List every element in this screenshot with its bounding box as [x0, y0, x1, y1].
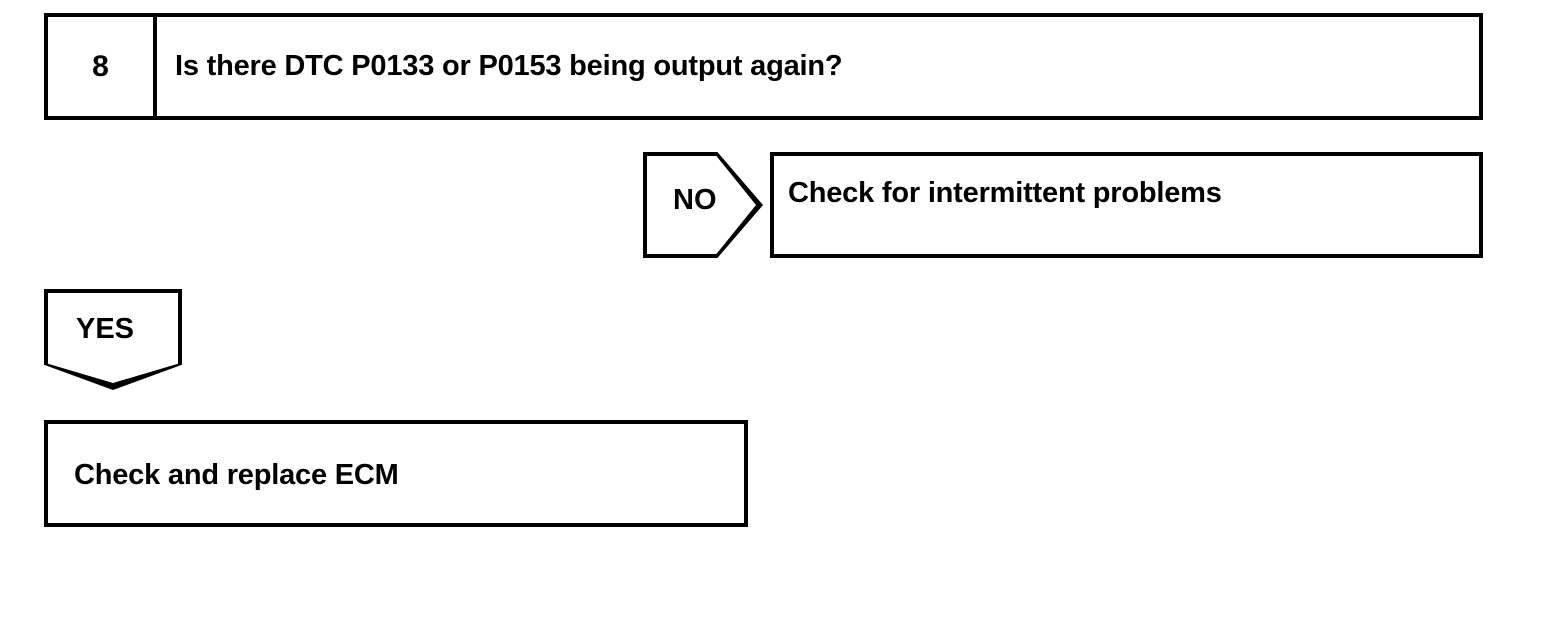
step-question-row: 8 Is there DTC P0133 or P0153 being outp…	[44, 13, 1483, 120]
action-box-ecm: Check and replace ECM	[44, 420, 748, 527]
step-question-cell: Is there DTC P0133 or P0153 being output…	[157, 17, 1479, 116]
branch-tag-yes-label: YES	[76, 313, 135, 345]
action-box-intermittent: Check for intermittent problems	[770, 152, 1483, 258]
step-number-cell: 8	[48, 17, 157, 116]
branch-tag-yes: YES	[44, 289, 182, 390]
branch-tag-no-label: NO	[673, 184, 717, 216]
action-intermittent-text: Check for intermittent problems	[788, 177, 1222, 209]
action-ecm-text: Check and replace ECM	[74, 459, 399, 491]
step-number: 8	[92, 49, 109, 83]
branch-tag-no: NO	[643, 152, 763, 258]
step-question-text: Is there DTC P0133 or P0153 being output…	[175, 50, 843, 83]
